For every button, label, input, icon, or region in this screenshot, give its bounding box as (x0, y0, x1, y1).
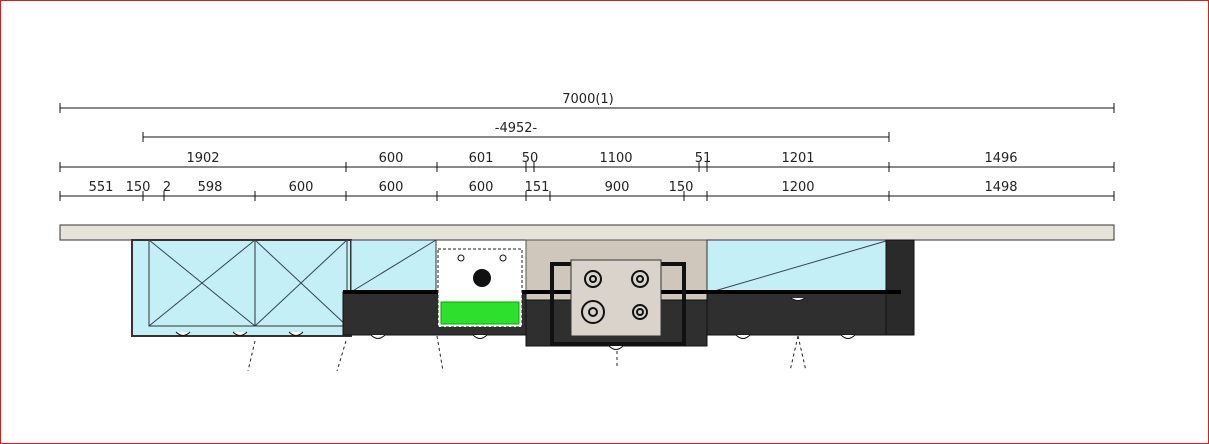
door-swing-indicators (247, 335, 807, 372)
dimension-label: 601 (469, 151, 494, 166)
countertop (59, 224, 1115, 241)
dimension-lines: 7000(1) -4952- 1902 600 601 50 1100 51 1201 1496 5… (59, 92, 1115, 201)
dimension-label: 1100 (599, 151, 632, 166)
dimension-label: 1201 (781, 151, 814, 166)
dimension-label: 7000(1) (562, 92, 614, 107)
green-panel (440, 301, 520, 325)
dimension-label: 2 (163, 180, 171, 195)
dimension-label: 900 (605, 180, 630, 195)
dimension-label: 1200 (781, 180, 814, 195)
dimension-label: 598 (198, 180, 223, 195)
dimension-label: 600 (289, 180, 314, 195)
dimension-label: 150 (126, 180, 151, 195)
dimension-label: 600 (379, 180, 404, 195)
base-cabinet (706, 291, 915, 336)
handles (175, 297, 856, 350)
dimension-label: 50 (522, 151, 539, 166)
cabinet-run (131, 239, 915, 372)
dimension-label: 1902 (186, 151, 219, 166)
dimension-label: 551 (89, 180, 114, 195)
dimension-label: 600 (379, 151, 404, 166)
burner-icons (581, 270, 649, 324)
dimension-label: 600 (469, 180, 494, 195)
dimension-label: 150 (669, 180, 694, 195)
dimension-label: 51 (695, 151, 712, 166)
dimension-label: 151 (525, 180, 550, 195)
dimension-label: -4952- (495, 121, 538, 136)
dimension-label: 1496 (984, 151, 1017, 166)
dimension-label: 1498 (984, 180, 1017, 195)
oven-knob-icon (473, 269, 491, 287)
corner-cabinet (131, 239, 352, 337)
